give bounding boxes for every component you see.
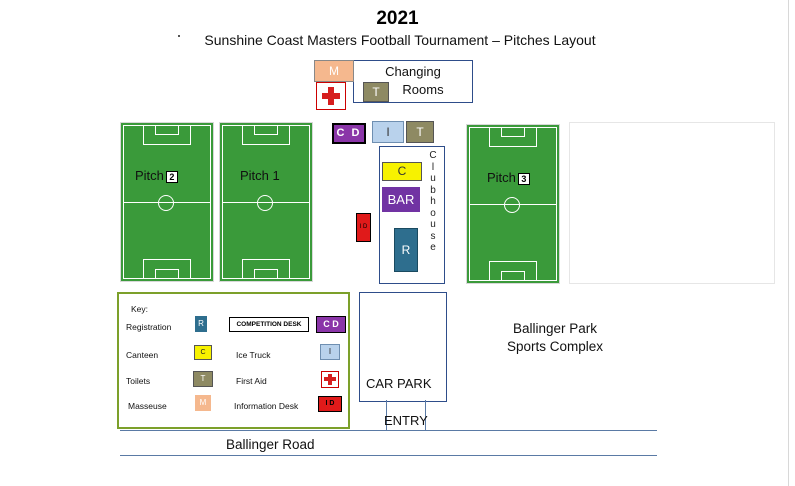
goal-box-top: [501, 127, 525, 137]
road-label: Ballinger Road: [226, 437, 315, 452]
bar-marker: BAR: [382, 187, 420, 212]
clubhouse-letter: o: [430, 207, 436, 219]
changing-rooms-label-1: Changing: [385, 64, 441, 79]
legend-ice-truck-swatch: I: [320, 344, 340, 360]
goal-box-bottom: [155, 269, 179, 279]
clubhouse-letter: b: [430, 184, 436, 196]
legend-masseuse-label: Masseuse: [128, 401, 167, 411]
legend-toilets-label: Toilets: [126, 376, 151, 386]
goal-box-top: [254, 125, 278, 135]
registration-marker: R: [394, 228, 418, 272]
entry-label: ENTRY: [384, 413, 428, 428]
car-park-label: CAR PARK: [366, 376, 432, 391]
legend: Key: Registration R COMPETITION DESK C D…: [117, 292, 350, 429]
goal-box-bottom: [254, 269, 278, 279]
entry-line-left: [386, 400, 387, 430]
pitch-2-number: 2: [165, 170, 178, 183]
information-desk-marker: I D: [356, 213, 371, 242]
canteen-marker: C: [382, 162, 422, 181]
park-label-line-1: Ballinger Park: [512, 321, 598, 336]
legend-information-desk-label: Information Desk: [234, 401, 299, 411]
goal-box-bottom: [501, 271, 525, 281]
clubhouse-label: C l u b h o u s e: [428, 150, 438, 254]
legend-competition-desk-label: COMPETITION DESK: [229, 317, 309, 332]
legend-title: Key:: [131, 304, 149, 314]
centre-circle: [504, 197, 520, 213]
page-year: 2021: [376, 8, 419, 29]
road-edge-bottom: [120, 455, 657, 456]
pitch-3-name: Pitch: [487, 170, 516, 185]
pitch-1: Pitch 1: [219, 122, 313, 282]
park-label: Ballinger Park Sports Complex: [480, 320, 630, 356]
clubhouse-letter: l: [431, 161, 435, 173]
legend-first-aid-swatch: [321, 371, 339, 388]
legend-ice-truck-label: Ice Truck: [236, 350, 271, 360]
first-aid-marker: [316, 82, 346, 110]
page-right-edge: [788, 0, 789, 486]
centre-circle: [158, 195, 174, 211]
clubhouse-letter: s: [430, 230, 436, 242]
changing-rooms-label-2: Rooms: [402, 82, 444, 97]
car-park: [359, 292, 447, 402]
pitch-2-name: Pitch: [135, 168, 164, 183]
toilets-marker-clubhouse: T: [406, 121, 434, 143]
road-edge-top: [120, 430, 657, 431]
clubhouse-letter: u: [430, 173, 436, 184]
stray-dot: [178, 35, 180, 37]
clubhouse-letter: h: [430, 196, 436, 207]
clubhouse-letter: C: [429, 150, 437, 161]
competition-desk-marker: C D: [332, 123, 366, 144]
legend-toilets-swatch: T: [193, 371, 213, 387]
clubhouse-letter: u: [430, 219, 436, 230]
legend-registration-swatch: R: [195, 316, 207, 332]
park-label-line-2: Sports Complex: [506, 339, 604, 354]
clubhouse: [379, 146, 445, 284]
legend-canteen-label: Canteen: [126, 350, 159, 360]
legend-masseuse-swatch: M: [195, 395, 211, 411]
legend-canteen-swatch: C: [194, 345, 212, 360]
legend-registration-label: Registration: [126, 322, 172, 332]
legend-information-desk-swatch: I D: [318, 396, 342, 412]
page-title: Sunshine Coast Masters Football Tourname…: [204, 32, 596, 48]
centre-circle: [257, 195, 273, 211]
pitch-3-number: 3: [517, 172, 530, 185]
goal-box-top: [155, 125, 179, 135]
empty-field-outline: [569, 122, 775, 284]
entry-line-right: [425, 400, 426, 430]
legend-competition-desk-swatch: C D: [316, 316, 346, 333]
legend-first-aid-label: First Aid: [236, 376, 267, 386]
first-aid-cross-horizontal: [324, 377, 336, 381]
toilets-marker-changing: T: [363, 82, 389, 102]
first-aid-cross-horizontal: [322, 93, 340, 99]
ice-truck-marker: I: [372, 121, 404, 143]
masseuse-marker: M: [314, 60, 354, 82]
clubhouse-letter: e: [430, 242, 436, 253]
pitch-1-name: Pitch 1: [240, 168, 280, 183]
changing-rooms: Changing Rooms: [353, 60, 473, 103]
